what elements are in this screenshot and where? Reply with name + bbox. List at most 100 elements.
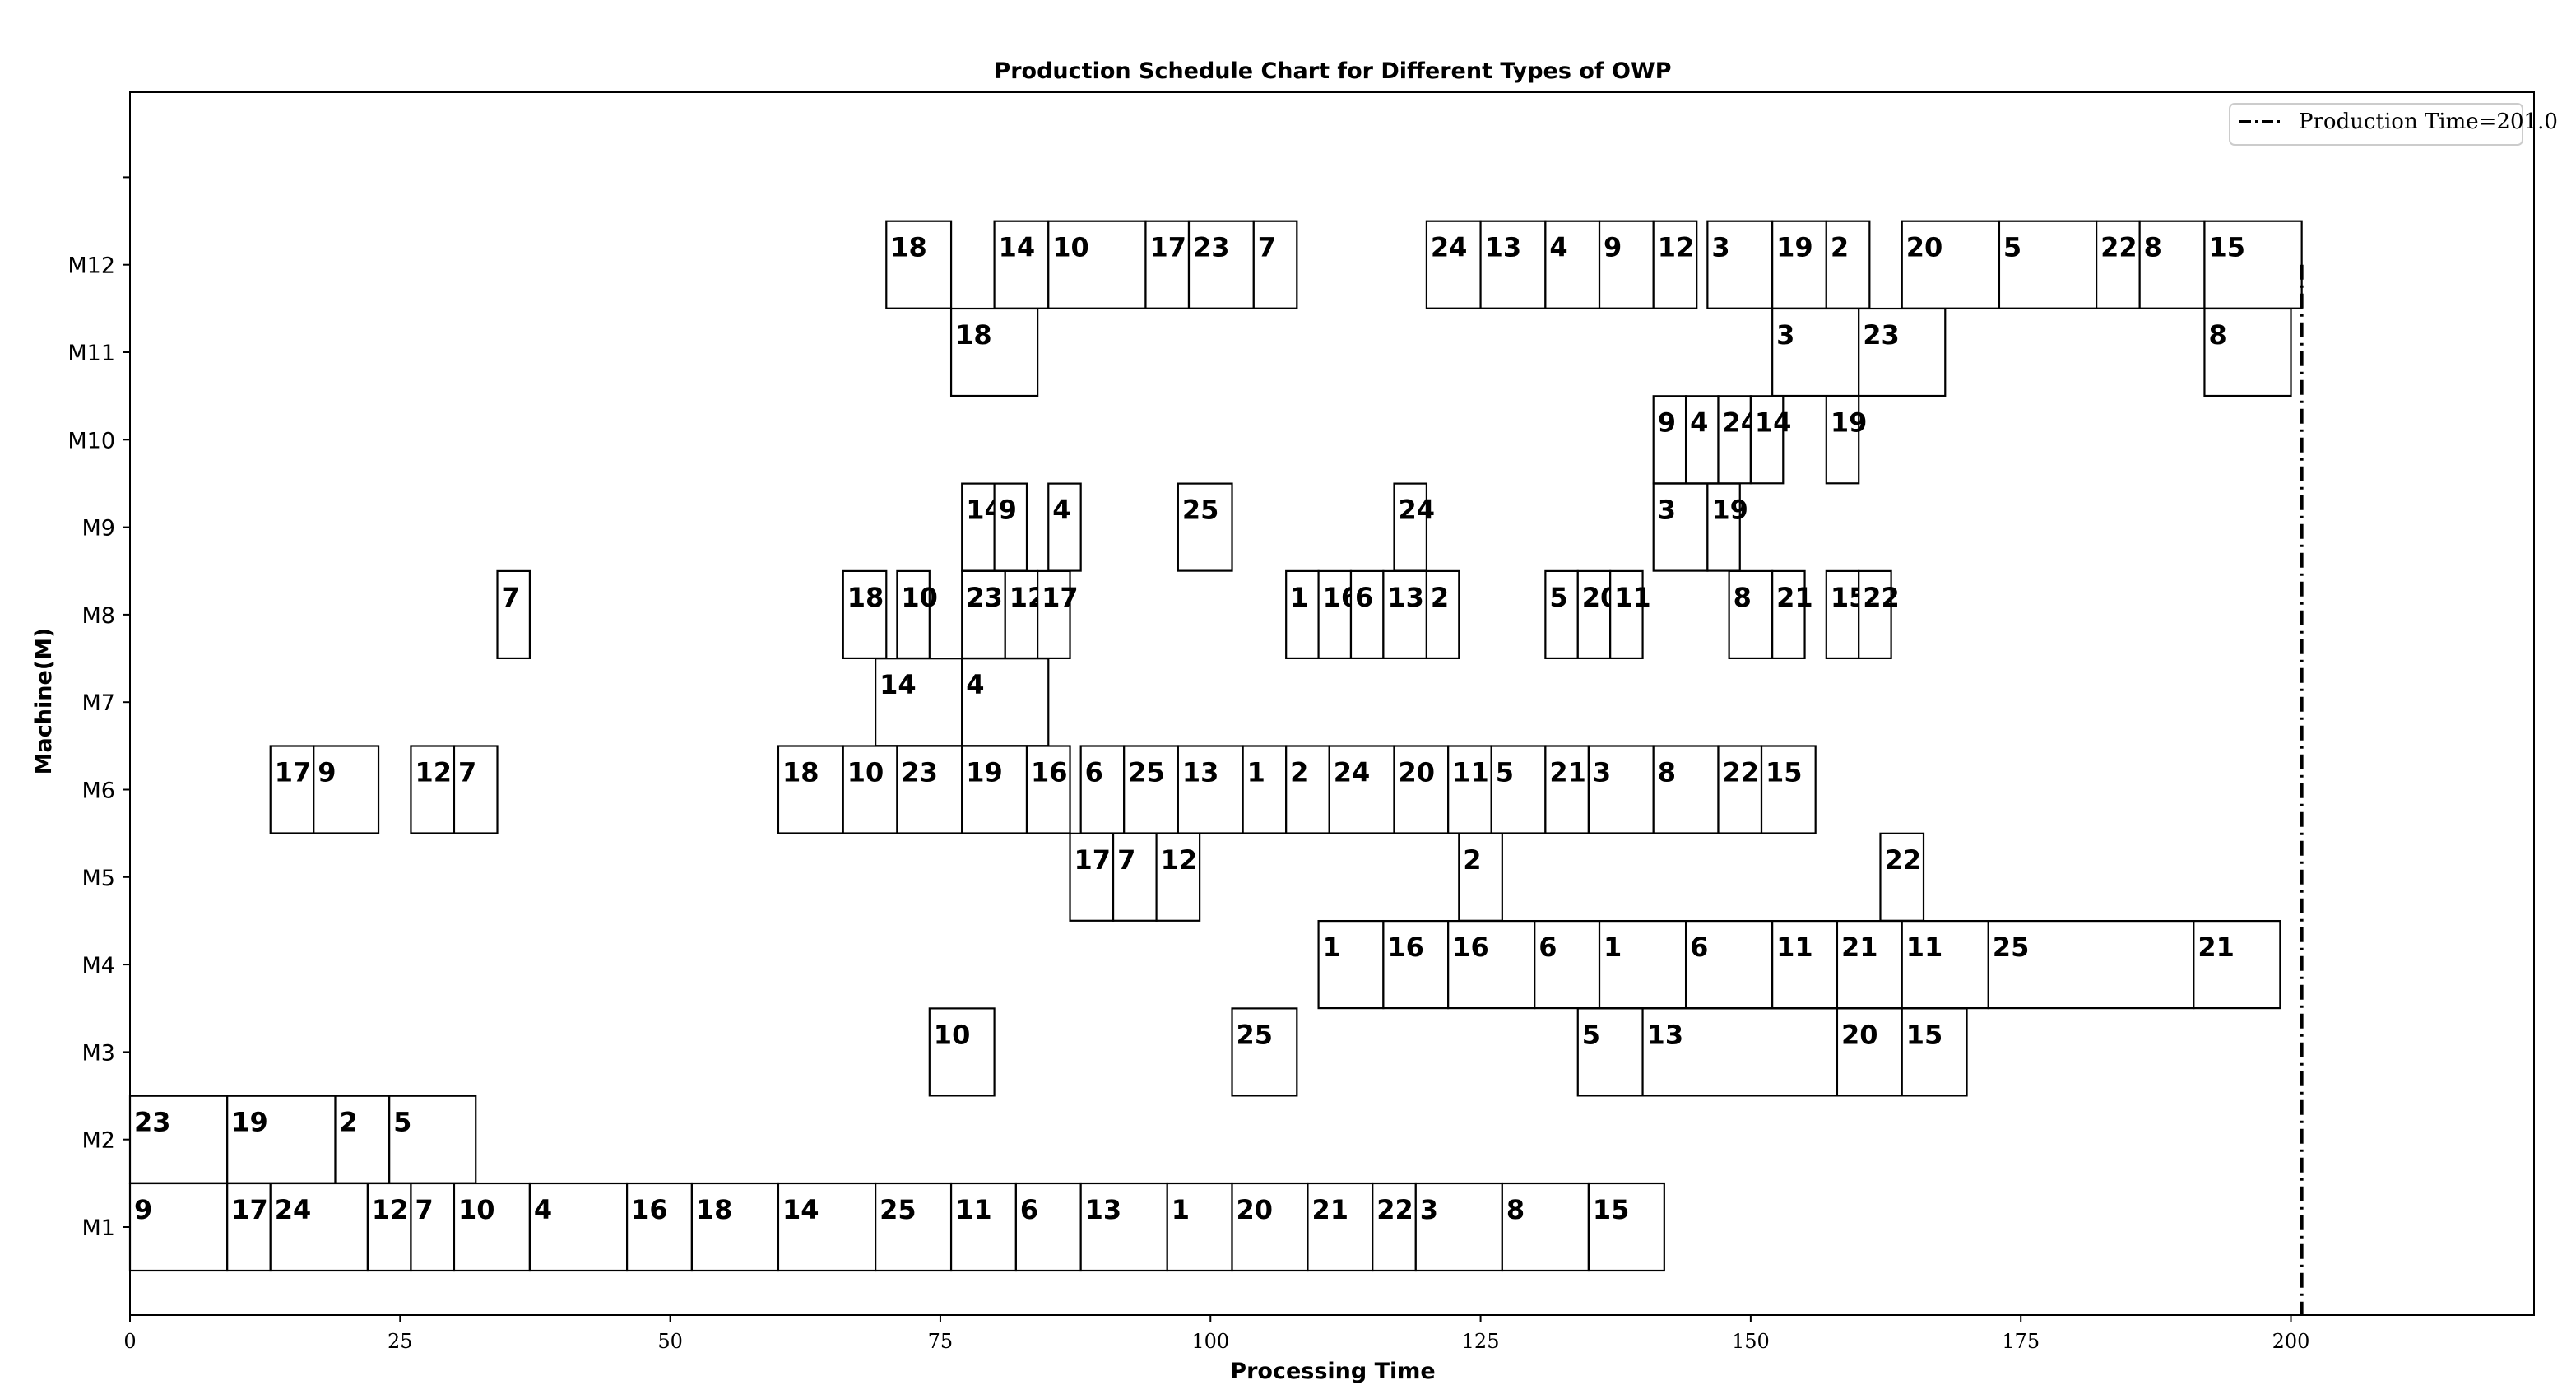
chart-title: Production Schedule Chart for Different … <box>994 58 1671 84</box>
task-label: 23 <box>966 582 1003 613</box>
task-bar <box>896 745 963 834</box>
task-bar <box>1641 1007 1839 1097</box>
task-label: 11 <box>1776 932 1813 963</box>
task-bar <box>1534 919 1601 1010</box>
task-label: 21 <box>1549 757 1586 788</box>
y-tick-label: M11 <box>67 341 115 366</box>
task-label: 5 <box>393 1107 411 1138</box>
task-label: 22 <box>2100 232 2137 263</box>
task-label: 10 <box>901 582 938 613</box>
task-bar <box>842 569 888 660</box>
task-label: 15 <box>1906 1019 1943 1050</box>
task-label: 6 <box>1690 932 1708 963</box>
task-label: 7 <box>415 1194 433 1225</box>
task-label: 1 <box>1290 582 1308 613</box>
legend-box <box>2229 103 2523 146</box>
task-label: 25 <box>1993 932 2030 963</box>
task-bar <box>1717 745 1763 834</box>
task-bar <box>1155 832 1201 922</box>
task-label: 17 <box>275 757 312 788</box>
y-tick-label: M3 <box>82 1040 115 1066</box>
task-label: 25 <box>1237 1019 1274 1050</box>
task-label: 21 <box>1841 932 1878 963</box>
task-label: 13 <box>1387 582 1424 613</box>
task-bar <box>1706 220 1774 309</box>
task-bar <box>1684 395 1720 485</box>
x-tick-label: 0 <box>123 1330 136 1353</box>
task-bar <box>1858 569 1892 660</box>
task-label: 10 <box>458 1194 495 1225</box>
task-label: 24 <box>275 1194 312 1225</box>
plot-frame <box>129 91 2535 1316</box>
task-bar <box>993 482 1028 572</box>
task-label: 9 <box>318 757 336 788</box>
task-bar <box>1414 1182 1503 1272</box>
task-bar <box>1393 482 1428 572</box>
task-bar <box>1771 569 1806 660</box>
task-label: 18 <box>955 319 992 351</box>
task-label: 18 <box>890 232 927 263</box>
legend: Production Time=201.0 <box>2229 103 2558 146</box>
task-label: 8 <box>1734 582 1752 613</box>
task-bar <box>1328 745 1395 834</box>
task-bar <box>1587 745 1655 834</box>
task-bar <box>1706 482 1741 572</box>
task-label: 9 <box>1604 232 1622 263</box>
task-label: 5 <box>1549 582 1567 613</box>
task-label: 21 <box>1776 582 1813 613</box>
task-bar <box>1425 569 1460 660</box>
task-bar <box>128 1095 229 1184</box>
task-bar <box>1728 569 1774 660</box>
task-label: 4 <box>966 669 984 700</box>
task-label: 7 <box>458 757 476 788</box>
task-bar <box>1587 1182 1665 1272</box>
task-bar <box>1447 919 1536 1010</box>
task-label: 5 <box>1496 757 1514 788</box>
task-label: 16 <box>1452 932 1489 963</box>
y-tick-label: M7 <box>82 690 115 716</box>
task-label: 22 <box>1722 757 1759 788</box>
task-label: 8 <box>1658 757 1676 788</box>
task-label: 3 <box>1420 1194 1438 1225</box>
y-tick-label: M12 <box>67 253 115 279</box>
task-bar <box>1231 1182 1309 1272</box>
task-label: 23 <box>1863 319 1900 351</box>
task-bar <box>388 1095 477 1184</box>
task-bar <box>1652 745 1720 834</box>
task-label: 4 <box>1690 407 1708 438</box>
task-bar <box>1771 919 1839 1010</box>
task-bar <box>1317 569 1353 660</box>
task-label: 22 <box>1376 1194 1413 1225</box>
task-bar <box>528 1182 629 1272</box>
task-bar <box>1771 220 1827 309</box>
task-label: 25 <box>1182 495 1219 526</box>
task-label: 17 <box>1042 582 1079 613</box>
y-tick-label: M4 <box>82 953 115 978</box>
task-label: 9 <box>134 1194 152 1225</box>
task-label: 10 <box>1052 232 1089 263</box>
task-bar <box>896 569 931 660</box>
task-label: 4 <box>534 1194 552 1225</box>
task-label: 13 <box>1182 757 1219 788</box>
task-bar <box>1901 220 2001 309</box>
task-bar <box>1479 220 1547 309</box>
task-bar <box>1285 569 1320 660</box>
task-bar <box>128 1182 229 1272</box>
task-label: 22 <box>1884 844 1921 876</box>
task-label: 20 <box>1841 1019 1878 1050</box>
task-label: 3 <box>1776 319 1794 351</box>
y-tick-label: M9 <box>82 516 115 541</box>
task-label: 3 <box>1658 495 1676 526</box>
task-label: 16 <box>631 1194 668 1225</box>
task-bar <box>928 1007 996 1097</box>
task-bar <box>961 745 1028 834</box>
task-label: 25 <box>1128 757 1165 788</box>
task-label: 18 <box>696 1194 733 1225</box>
task-bar <box>1987 919 2195 1010</box>
task-bar <box>1598 220 1655 309</box>
task-bar <box>1177 745 1244 834</box>
y-tick-label: M8 <box>82 603 115 629</box>
